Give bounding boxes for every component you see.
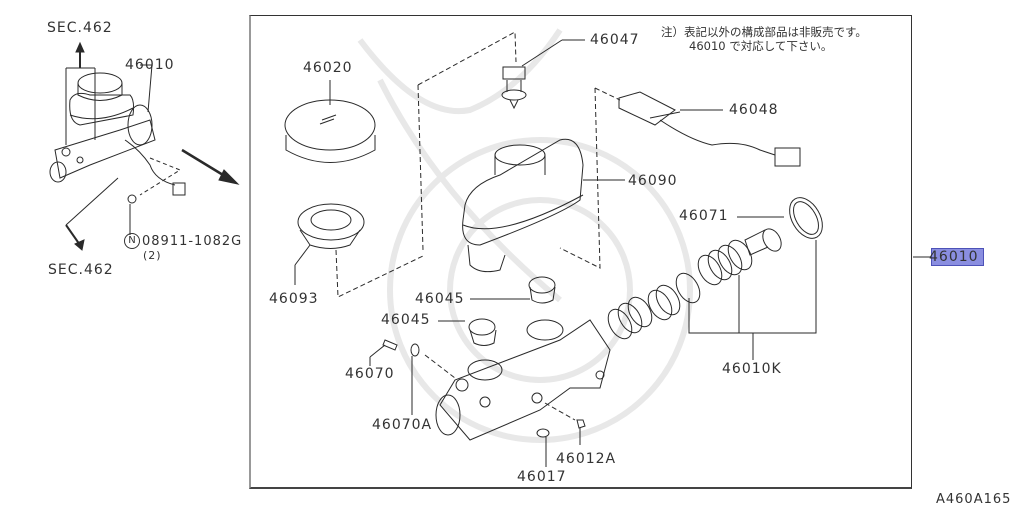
figure-code: A460A165	[936, 492, 1012, 507]
part-label-46045-upper[interactable]: 46045	[415, 291, 465, 307]
part-label-46048[interactable]: 46048	[729, 102, 779, 118]
watermark-emblem-icon	[357, 28, 693, 443]
sec-462-top-link[interactable]: SEC.462	[47, 20, 113, 36]
highlighted-part-box[interactable]	[931, 248, 984, 266]
part-label-46070A[interactable]: 46070A	[372, 417, 433, 433]
part-label-46047[interactable]: 46047	[590, 32, 640, 48]
part-label-46010K[interactable]: 46010K	[722, 361, 782, 377]
part-label-46020[interactable]: 46020	[303, 60, 353, 76]
nut-quantity: (2)	[143, 249, 162, 262]
part-label-46070[interactable]: 46070	[345, 366, 395, 382]
note-line-2: 46010 で対応して下さい。	[689, 39, 833, 53]
exploded-view-frame	[249, 15, 912, 489]
part-label-46045-lower[interactable]: 46045	[381, 312, 431, 328]
note-line-1: 注）表記以外の構成部品は非販売です。	[661, 25, 867, 39]
nut-part-number[interactable]: 08911-1082G	[142, 234, 243, 249]
sec-462-bottom-link[interactable]: SEC.462	[48, 262, 114, 278]
part-label-46071[interactable]: 46071	[679, 208, 729, 224]
overview-drawing	[49, 41, 240, 251]
nut-symbol-icon: N	[124, 233, 140, 249]
part-label-46093[interactable]: 46093	[269, 291, 319, 307]
part-label-46090[interactable]: 46090	[628, 173, 678, 189]
highlighted-part-label[interactable]: 46010	[929, 249, 979, 265]
part-label-46017[interactable]: 46017	[517, 469, 567, 485]
part-label-46012A[interactable]: 46012A	[556, 451, 617, 467]
